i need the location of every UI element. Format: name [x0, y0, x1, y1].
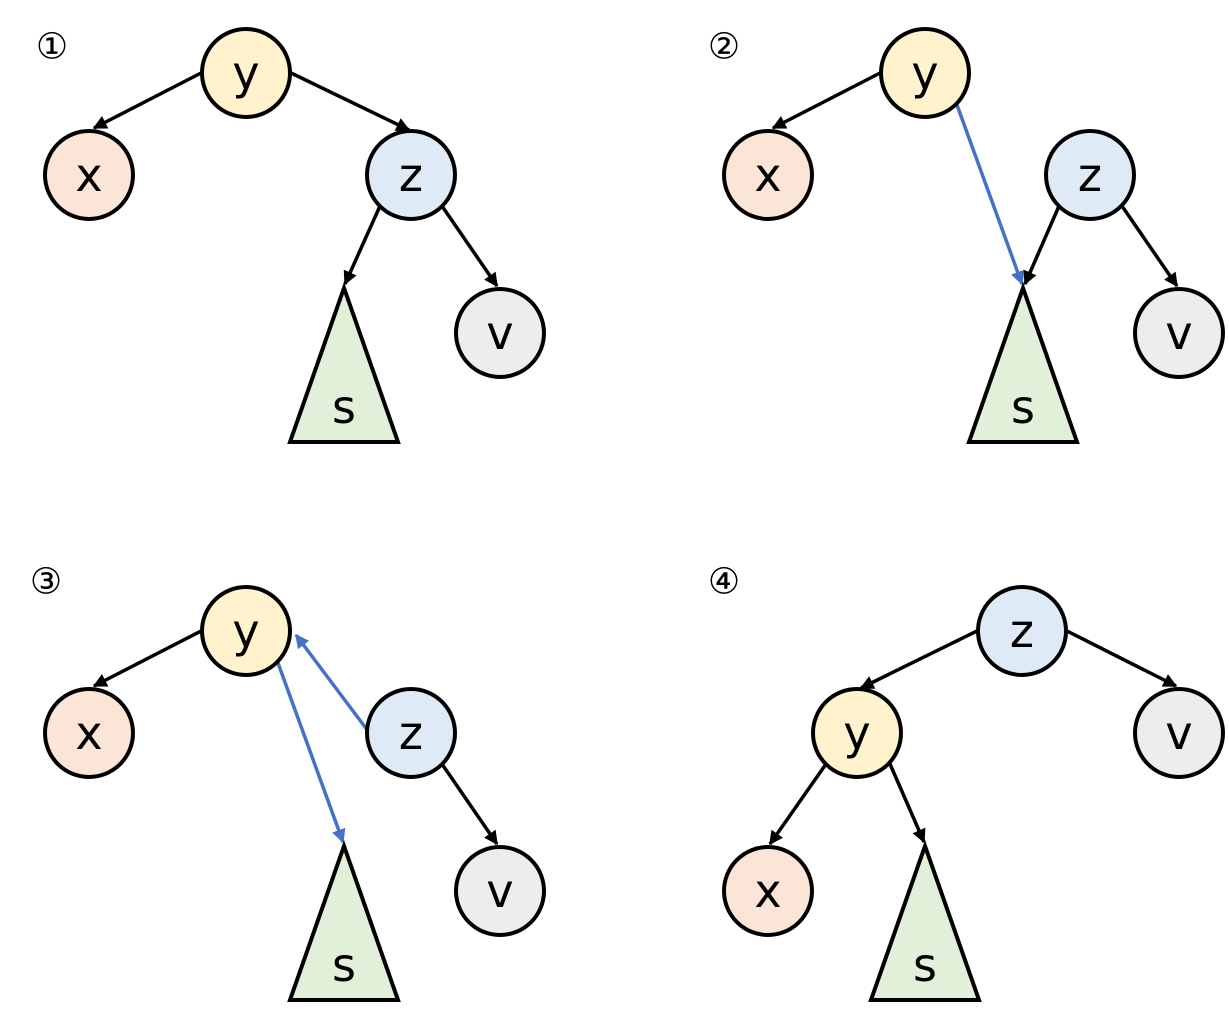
- edge-z-v: [440, 763, 499, 846]
- node-x-label: x: [75, 706, 102, 760]
- node-x: [722, 845, 814, 937]
- node-x: [43, 129, 135, 221]
- edge-z-s: [343, 205, 382, 286]
- node-y: [811, 687, 903, 779]
- edge-z-y-highlight: [294, 633, 370, 733]
- step-label-2: ②: [708, 27, 740, 68]
- subtree-s: [287, 839, 401, 1002]
- node-x-label: x: [754, 148, 781, 202]
- node-z-label: z: [1078, 148, 1102, 202]
- edge-z-s: [1023, 205, 1061, 286]
- edge-z-v: [440, 205, 499, 288]
- node-v-label: v: [1165, 306, 1192, 360]
- edge-y-x: [768, 762, 828, 846]
- node-v-label: v: [486, 864, 513, 918]
- node-x: [43, 687, 135, 779]
- node-y-label: y: [232, 46, 259, 100]
- step-label-3: ③: [30, 562, 62, 603]
- node-y: [200, 27, 292, 119]
- edge-y-s-highlight: [276, 662, 346, 844]
- node-y-label: y: [843, 706, 870, 760]
- panel-3: ③ s y x z v: [30, 562, 546, 1002]
- edge-y-x: [92, 70, 204, 130]
- node-z-label: z: [399, 706, 423, 760]
- edge-y-x: [771, 70, 883, 130]
- node-y-label: y: [232, 604, 259, 658]
- subtree-label: s: [332, 380, 356, 434]
- node-v-label: v: [1165, 706, 1192, 760]
- step-label-4: ④: [708, 562, 740, 603]
- edge-y-z: [288, 70, 411, 132]
- panel-4: ④ s z y v x: [708, 562, 1225, 1002]
- node-x-label: x: [75, 148, 102, 202]
- node-y: [200, 585, 292, 677]
- node-v-label: v: [486, 306, 513, 360]
- panel-2: ② s y x z v: [708, 27, 1225, 444]
- node-y: [879, 27, 971, 119]
- node-z: [365, 129, 457, 221]
- node-z: [976, 585, 1068, 677]
- subtree-label: s: [913, 938, 937, 992]
- node-z: [1044, 129, 1136, 221]
- subtree-label: s: [1011, 380, 1035, 434]
- subtree-s: [966, 281, 1080, 444]
- subtree-label: s: [332, 938, 356, 992]
- node-v: [1133, 687, 1225, 779]
- edge-z-v: [1120, 205, 1179, 288]
- node-x-label: x: [754, 864, 781, 918]
- step-label-1: ①: [36, 27, 68, 68]
- subtree-s: [287, 281, 401, 444]
- edge-y-x: [92, 628, 204, 688]
- node-v: [1133, 287, 1225, 379]
- node-v: [454, 845, 546, 937]
- edge-z-v: [1064, 628, 1178, 688]
- edge-y-s-highlight: [955, 104, 1025, 286]
- node-y-label: y: [911, 46, 938, 100]
- node-z-label: z: [399, 148, 423, 202]
- subtree-s: [868, 839, 982, 1002]
- node-z-label: z: [1010, 604, 1034, 658]
- panel-1: ① s y x z v: [36, 27, 546, 444]
- edge-z-y: [859, 628, 980, 690]
- node-x: [722, 129, 814, 221]
- node-v: [454, 287, 546, 379]
- node-z: [365, 687, 457, 779]
- edge-y-s: [888, 763, 926, 844]
